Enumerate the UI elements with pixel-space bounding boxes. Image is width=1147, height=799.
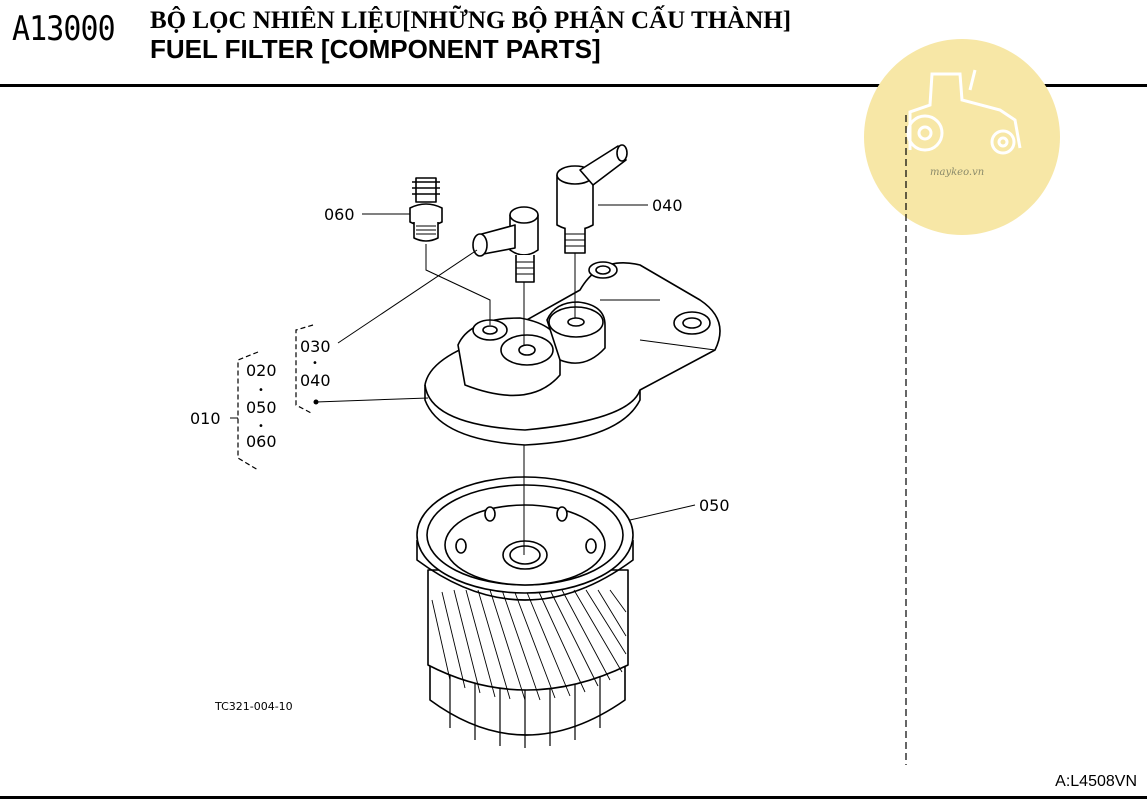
callout-060: 060 [324,205,355,224]
section-code: A13000 [12,9,116,49]
figure-code: TC321-004-10 [214,700,293,713]
callout-040-group: 040 [300,371,331,390]
title-vietnamese: BỘ LỌC NHIÊN LIỆU[NHỮNG BỘ PHẬN CẤU THÀN… [150,7,792,34]
filter-cartridge [416,476,634,748]
callout-dot: • [258,421,264,432]
callout-050: 050 [699,496,730,515]
bracket-inner [295,324,314,415]
bracket-outer [237,351,259,471]
callout-050-group: 050 [246,398,277,417]
callout-040: 040 [652,196,683,215]
callout-020: 020 [246,361,277,380]
watermark-badge: maykeo.vn [864,39,1060,235]
tractor-icon [906,69,1022,155]
footer-rule [0,796,1147,799]
hose-nipple-060 [409,177,443,242]
callout-010: 010 [190,409,221,428]
filter-head [424,261,721,446]
watermark-text: maykeo.vn [930,167,984,178]
title-english: FUEL FILTER [COMPONENT PARTS] [150,34,601,64]
leader-dot [313,399,319,405]
banjo-fitting-030 [472,206,539,283]
header-rule [0,84,1147,87]
elbow-fitting-040 [556,144,628,254]
document-reference: A:L4508VN [1055,773,1137,790]
callout-030: 030 [300,337,331,356]
callout-dot: • [258,385,264,396]
callout-060-group: 060 [246,432,277,451]
callout-dot: • [312,358,318,369]
